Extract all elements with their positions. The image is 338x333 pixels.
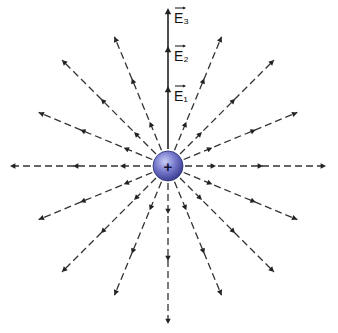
field-line: [184, 173, 298, 220]
arrowhead: [211, 163, 216, 168]
field-line: [180, 178, 274, 272]
field-line: [62, 178, 156, 272]
field-vector-label: E₁: [173, 88, 189, 104]
charge-sphere: [153, 151, 183, 181]
arrowhead: [217, 37, 222, 43]
arrowhead: [182, 122, 187, 128]
arrowhead: [62, 266, 68, 272]
arrowhead: [250, 198, 256, 203]
field-line: [175, 182, 222, 296]
field-line: [62, 60, 156, 154]
field-line: [180, 60, 274, 154]
field-line: [184, 112, 298, 159]
arrowhead: [291, 215, 297, 220]
arrowhead: [101, 227, 107, 233]
arrowhead: [149, 122, 154, 128]
arrowhead: [73, 163, 78, 168]
arrowhead: [62, 60, 68, 66]
field-line: [39, 173, 153, 220]
arrowhead: [10, 163, 15, 168]
arrowhead: [206, 180, 212, 185]
field-line: [185, 165, 326, 166]
charge-sign: +: [164, 158, 173, 175]
arrowhead: [39, 112, 45, 117]
arrowhead: [206, 147, 212, 152]
arrowhead: [124, 147, 130, 152]
arrowhead: [229, 227, 235, 233]
arrowhead: [80, 129, 86, 134]
field-line: [10, 165, 151, 166]
arrowhead: [165, 319, 170, 324]
field-line: [167, 183, 168, 324]
arrowhead: [229, 99, 235, 105]
arrowhead: [268, 266, 274, 272]
arrowhead: [291, 112, 297, 117]
field-line: [114, 37, 161, 151]
field-line: [167, 10, 169, 149]
arrowhead: [182, 204, 187, 210]
arrowhead: [149, 204, 154, 210]
arrowhead: [321, 163, 326, 168]
arrowhead: [114, 289, 119, 295]
arrowhead: [165, 46, 171, 52]
arrowhead: [39, 215, 45, 220]
arrowhead: [165, 256, 170, 261]
arrowhead: [258, 163, 263, 168]
arrowhead: [134, 132, 140, 138]
arrowhead: [196, 194, 202, 200]
arrowhead: [196, 132, 202, 138]
arrowhead: [114, 37, 119, 43]
arrowhead: [134, 194, 140, 200]
arrowhead: [268, 60, 274, 66]
arrowhead: [200, 78, 205, 84]
arrowhead: [131, 78, 136, 84]
arrowhead: [80, 198, 86, 203]
arrowhead: [165, 86, 171, 92]
arrowhead: [217, 289, 222, 295]
arrowhead: [124, 180, 130, 185]
field-line-group: [10, 6, 326, 324]
arrowhead: [200, 248, 205, 254]
arrowhead: [101, 99, 107, 105]
field-vector-label: E₃: [173, 10, 190, 26]
point-charge: +: [153, 151, 183, 181]
arrowhead: [131, 248, 136, 254]
field-line: [114, 182, 161, 296]
arrowhead: [120, 163, 125, 168]
arrowhead: [165, 8, 171, 14]
arrowhead: [250, 129, 256, 134]
field-vector-label: E₂: [173, 48, 190, 64]
field-line: [39, 112, 153, 159]
arrowhead: [165, 209, 170, 214]
